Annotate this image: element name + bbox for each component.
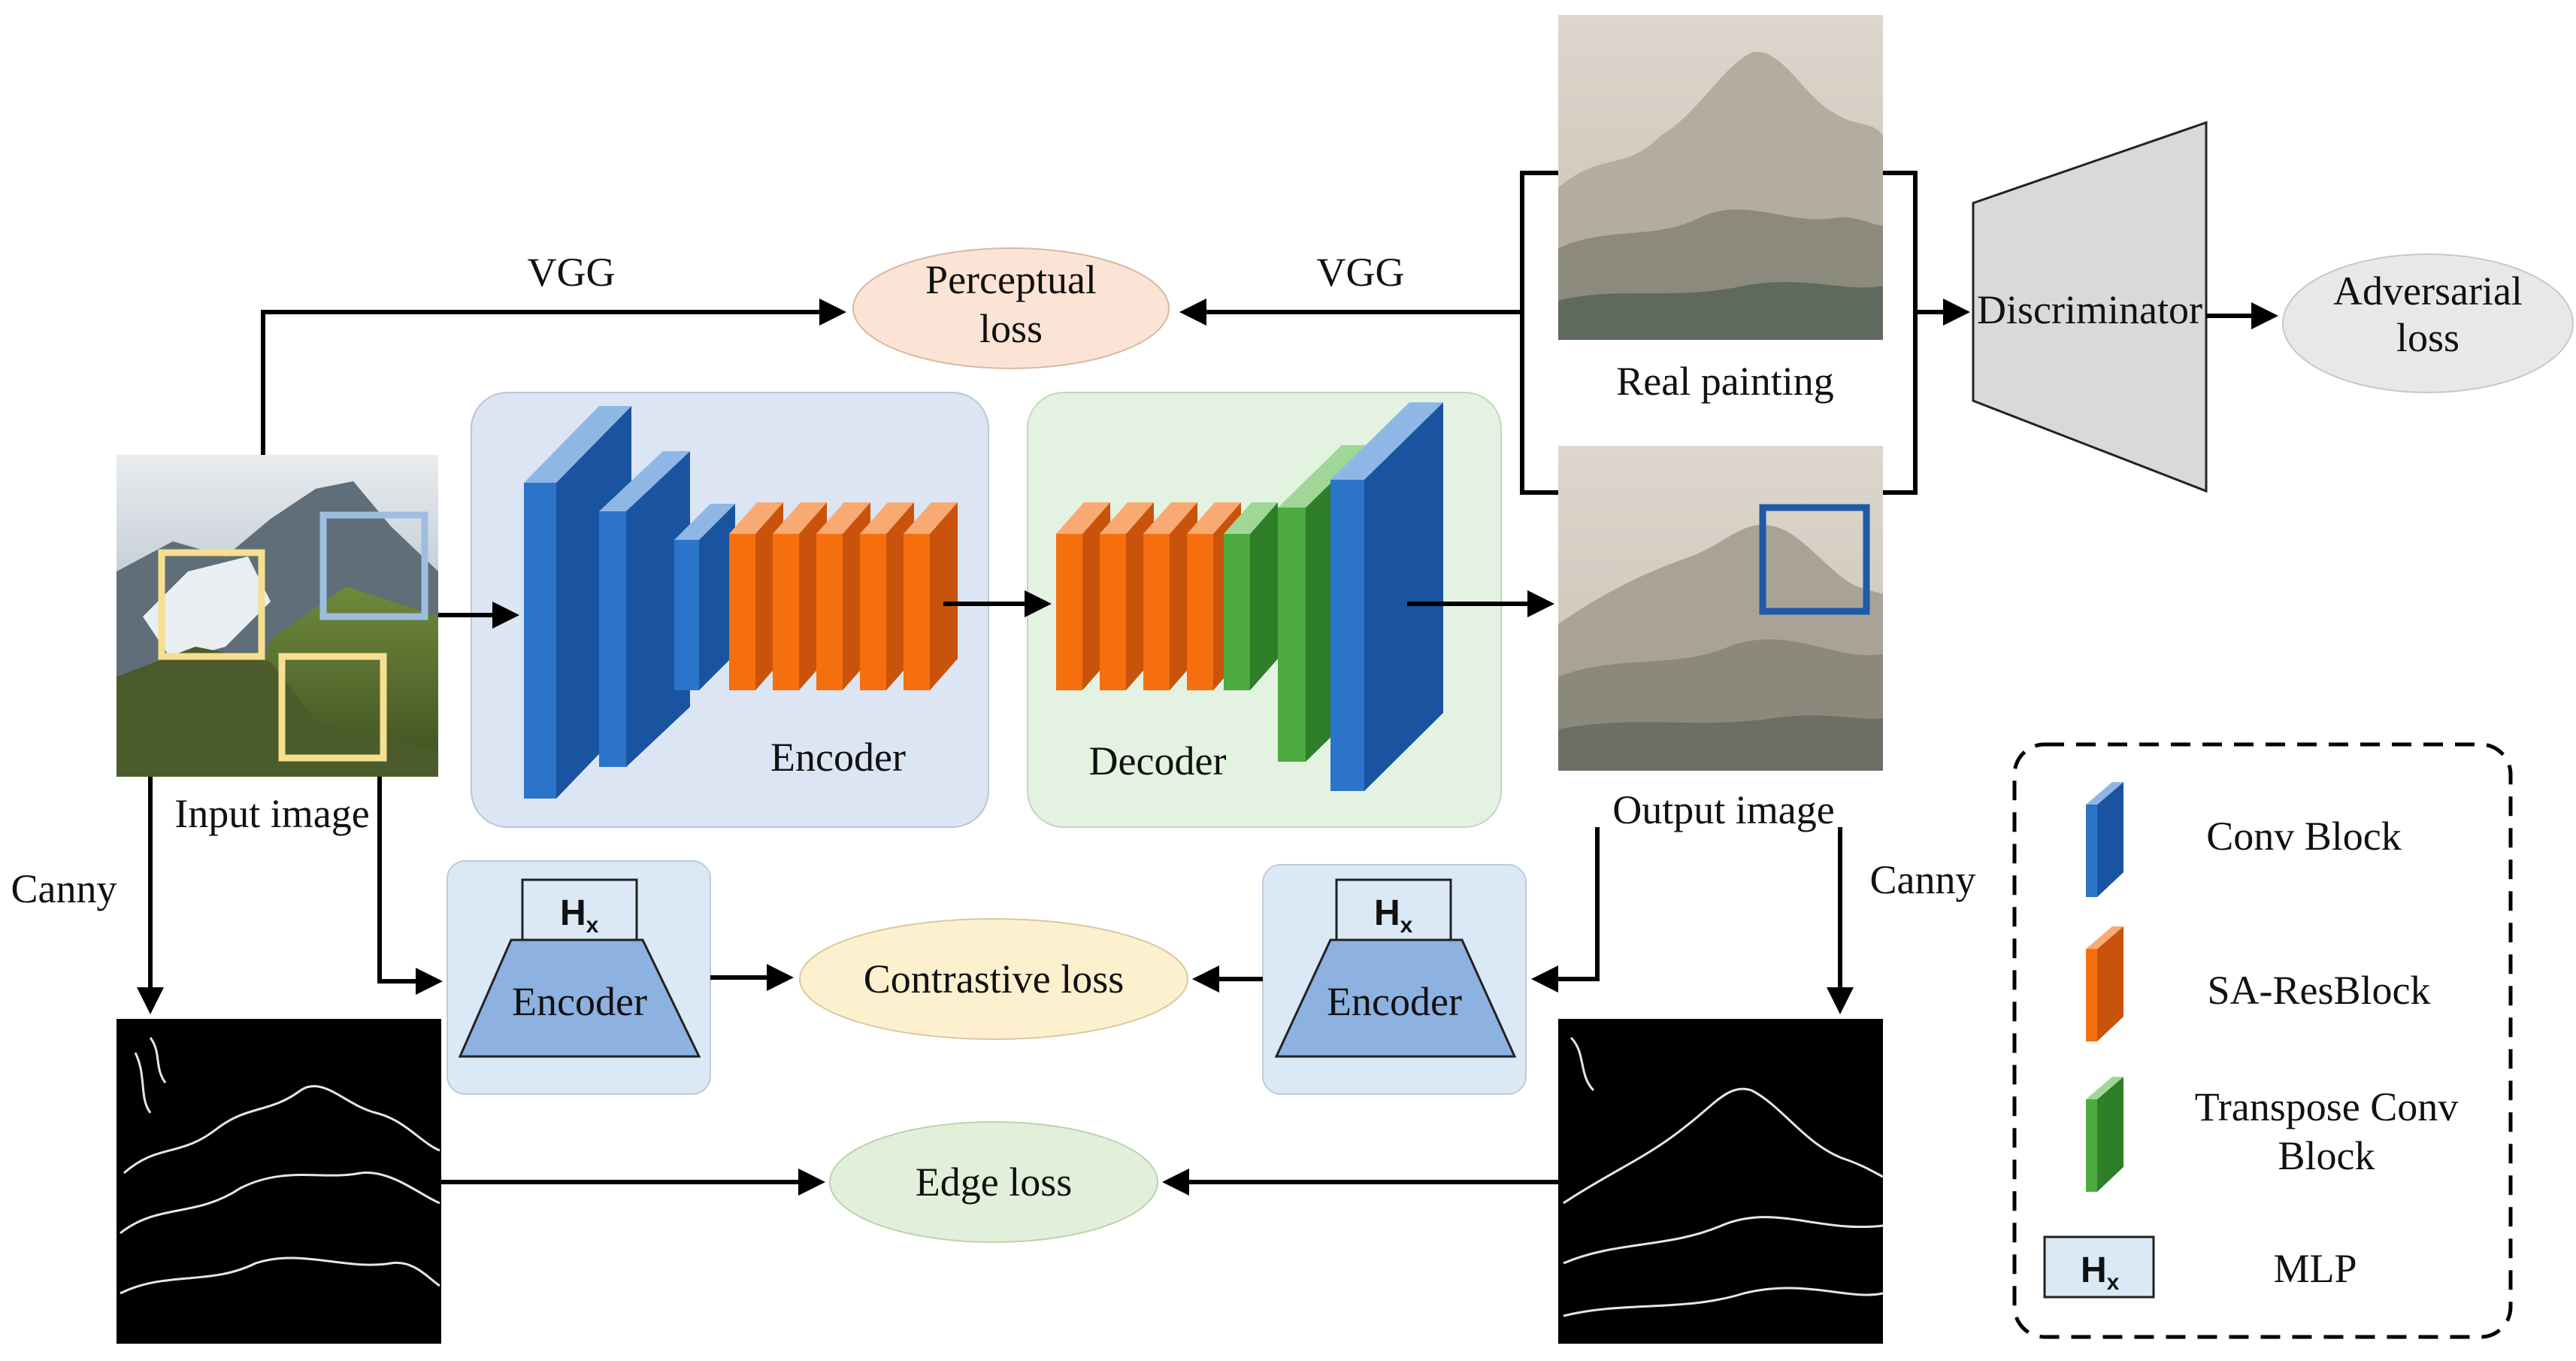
conv-block: [1330, 402, 1443, 791]
conv-block: [674, 504, 735, 690]
edge-loss: Edge loss: [829, 1121, 1158, 1243]
bracket-right: [1883, 171, 1918, 495]
decoder-main-label: Decoder: [1089, 738, 1227, 784]
contrastive-loss: Contrastive loss: [799, 918, 1188, 1040]
legend-sa-icon: [2086, 926, 2123, 1041]
output-edge-map: [1558, 1019, 1884, 1344]
input-image-label: Input image: [174, 791, 369, 836]
mlp-hx-box: [521, 878, 638, 941]
canny-left-label: Canny: [11, 866, 117, 911]
mlp-hx-box: [1335, 878, 1452, 941]
patch-box: [1759, 504, 1870, 615]
legend-mlp-icon: Hx: [2043, 1235, 2155, 1299]
svg-text:Encoder: Encoder: [1327, 979, 1462, 1024]
sa-resblock: [904, 502, 958, 690]
patch-box: [158, 549, 265, 660]
legend-frame: [2012, 742, 2513, 1339]
legend-sa-label: SA-ResBlock: [2208, 968, 2431, 1013]
transpose-conv-block: [1224, 502, 1278, 690]
perceptual-loss: Perceptual loss: [852, 247, 1170, 369]
svg-text:loss: loss: [2396, 315, 2459, 360]
svg-text:Adversarial: Adversarial: [2333, 268, 2523, 314]
canny-right-label: Canny: [1870, 857, 1976, 902]
arrow: [1531, 827, 1600, 993]
svg-text:Contrastive loss: Contrastive loss: [864, 956, 1125, 1002]
conv-block: [599, 451, 690, 767]
svg-text:Encoder: Encoder: [512, 979, 647, 1024]
encoder-blocks: [524, 406, 958, 799]
encoder-main-label: Encoder: [770, 735, 906, 780]
discriminator-trapezoid: [1972, 120, 2208, 493]
legend: Conv Block SA-ResBlock Transpose Conv Bl…: [2012, 742, 2513, 1339]
output-image-label: Output image: [1612, 787, 1834, 832]
patch-box: [278, 653, 387, 762]
adversarial-loss: Adversarial loss: [2282, 253, 2574, 393]
arrow: [261, 299, 846, 455]
decoder-blocks: [1056, 402, 1443, 791]
svg-text:Hx: Hx: [1374, 893, 1413, 938]
vgg-left-label: VGG: [528, 250, 616, 295]
input-edge-map: [117, 1019, 441, 1344]
legend-conv-icon: [2086, 782, 2123, 897]
legend-mlp-label: MLP: [2273, 1246, 2357, 1291]
output-image: [1558, 446, 1883, 771]
patch-box: [319, 511, 428, 620]
bracket-left: [1520, 171, 1558, 495]
connectors: [137, 171, 2278, 1196]
real-painting-image: [1558, 15, 1883, 340]
svg-text:Edge loss: Edge loss: [916, 1159, 1073, 1205]
input-image: [117, 455, 438, 777]
mlp-encoder-right: Hx Encoder: [1274, 878, 1517, 1058]
legend-conv-label: Conv Block: [2206, 814, 2402, 859]
svg-text:loss: loss: [979, 306, 1043, 351]
legend-transpose-icon: [2086, 1077, 2123, 1192]
real-painting-label: Real painting: [1616, 359, 1833, 404]
vgg-right-label: VGG: [1317, 250, 1405, 295]
svg-text:Hx: Hx: [2081, 1250, 2120, 1295]
legend-transpose-label-1: Transpose Conv: [2195, 1084, 2459, 1129]
svg-text:Hx: Hx: [560, 893, 599, 938]
legend-transpose-label-2: Block: [2278, 1133, 2375, 1178]
discriminator-label: Discriminator: [1977, 287, 2202, 332]
arrow: [377, 777, 443, 995]
svg-text:Perceptual: Perceptual: [925, 257, 1097, 302]
mlp-encoder-left: Hx Encoder: [458, 878, 701, 1058]
